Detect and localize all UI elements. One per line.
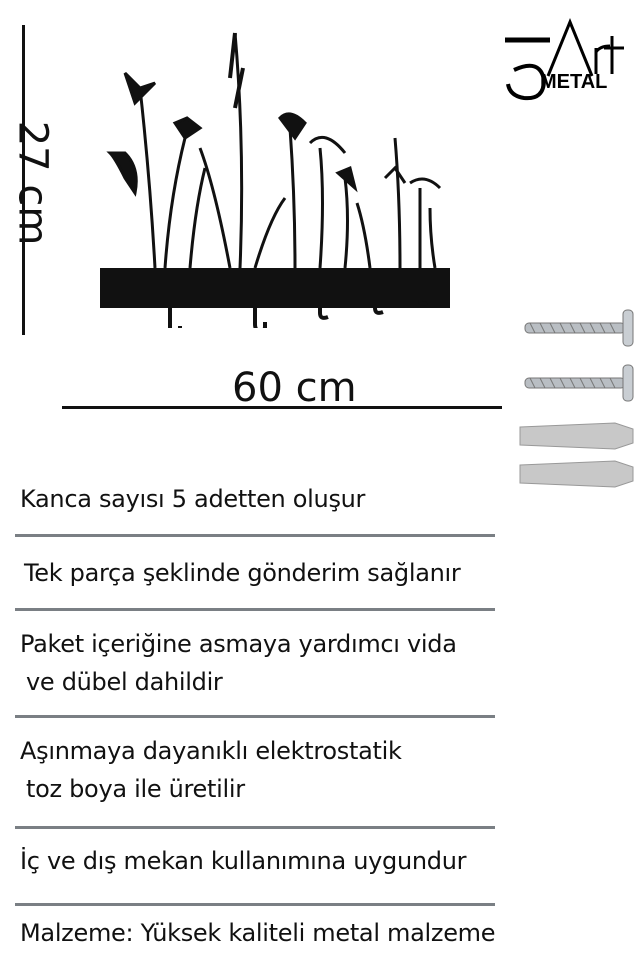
feature-item: Malzeme: Yüksek kaliteli metal malzeme	[20, 919, 496, 947]
divider	[15, 608, 495, 611]
height-label: 27 cm	[9, 120, 56, 246]
screw-icon	[524, 364, 634, 402]
divider	[15, 826, 495, 829]
feature-item: Kanca sayısı 5 adetten oluşur	[20, 485, 366, 513]
dowel-icon	[519, 422, 634, 450]
screws-and-dowels	[519, 309, 634, 488]
svg-text:METAL: METAL	[540, 71, 607, 93]
product-wall-hanger	[100, 32, 450, 328]
height-dimension-line	[22, 25, 25, 335]
width-dimension-line	[62, 406, 502, 409]
dowel-icon	[519, 460, 634, 488]
brand-logo: METAL	[505, 18, 624, 101]
divider	[15, 903, 495, 906]
feature-item: İç ve dış mekan kullanımına uygundur	[20, 847, 467, 875]
width-label: 60 cm	[232, 365, 357, 411]
divider	[15, 534, 495, 537]
screw-icon	[524, 309, 634, 347]
feature-item: Tek parça şeklinde gönderim sağlanır	[24, 559, 461, 587]
divider	[15, 715, 495, 718]
